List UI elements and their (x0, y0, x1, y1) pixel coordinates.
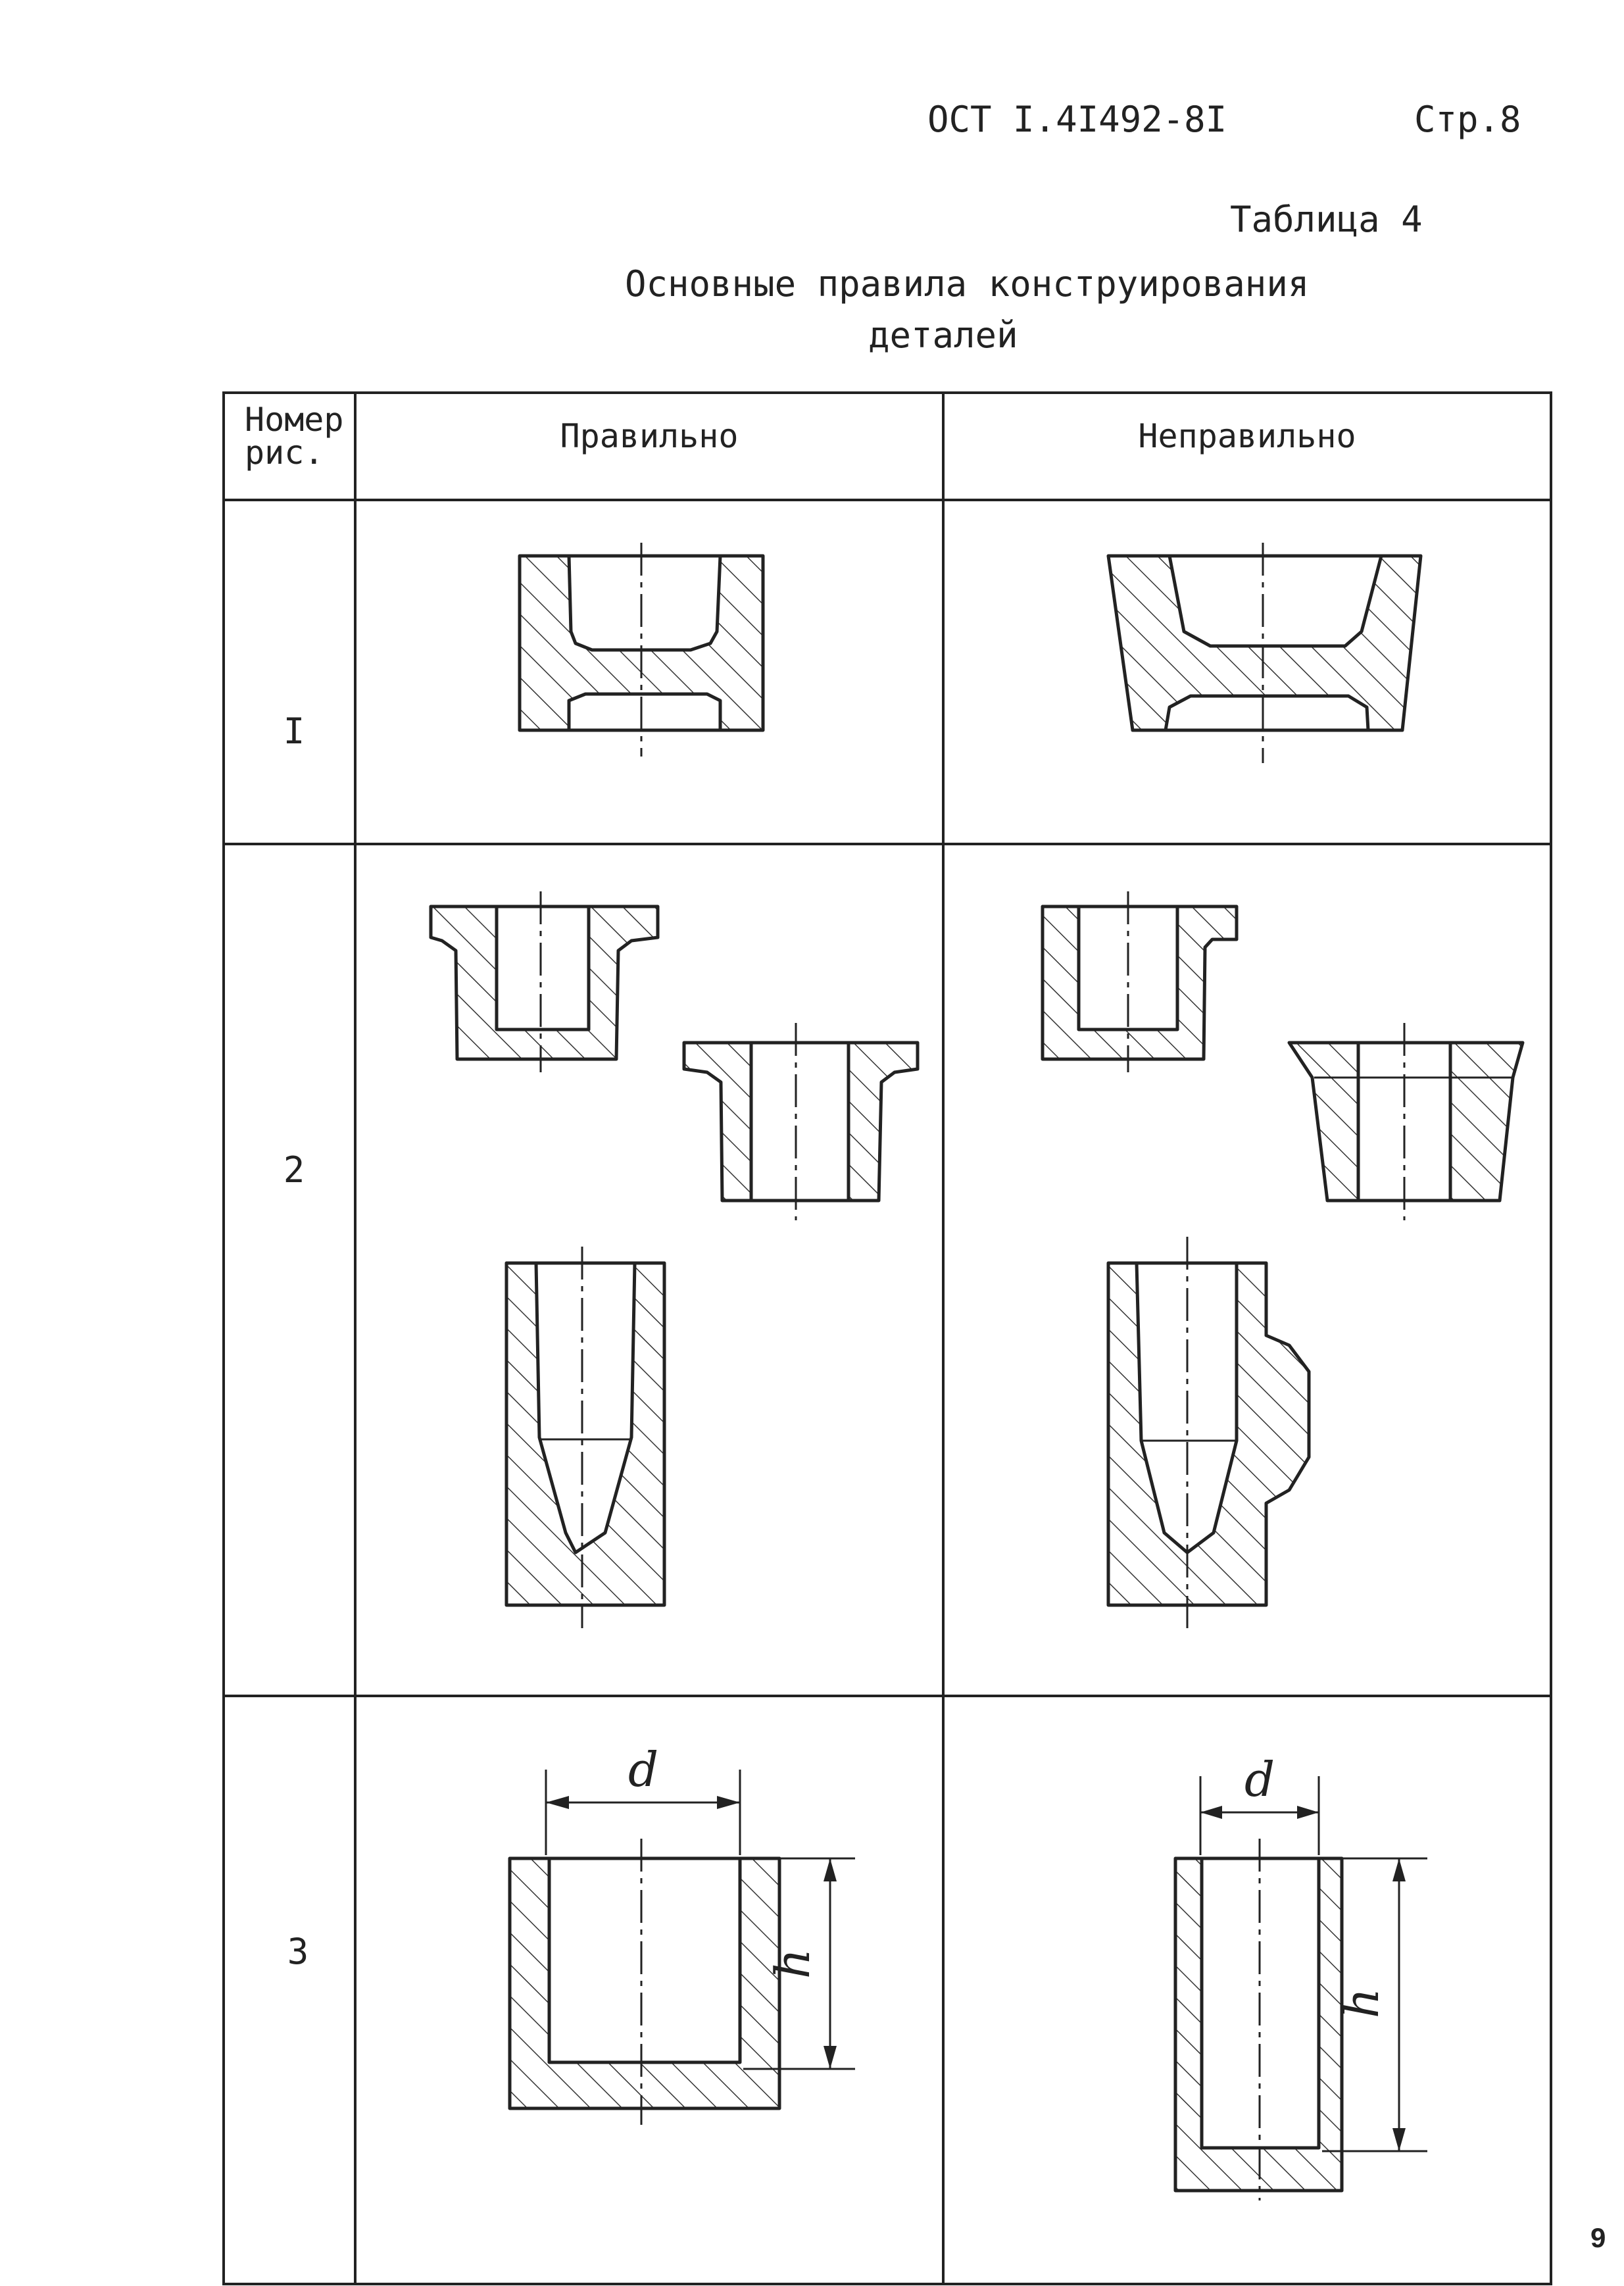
fig3-correct-dim-h: h (765, 1949, 820, 1979)
fig2-correct-flanged-bushing-1 (429, 891, 660, 1072)
fig2-incorrect-tapered-bushing (1287, 1023, 1525, 1220)
fig2-correct-conical-bore-part (504, 1247, 666, 1628)
fig2-incorrect-flanged-bushing-1 (1041, 891, 1239, 1072)
fig2-incorrect-conical-bore-part (1106, 1237, 1311, 1628)
page-number: Стр.8 (1414, 99, 1521, 140)
header-number-line-2: рис. (245, 434, 324, 472)
fig3-incorrect-deep-cup (1173, 1776, 1427, 2200)
header-number-line-1: Номер (245, 401, 344, 439)
fig1-correct-drawing (518, 543, 765, 757)
header-incorrect: Неправильно (1138, 417, 1356, 455)
fig2-correct-flanged-bushing-2 (682, 1023, 920, 1220)
table-title-line-2: деталей (868, 314, 1018, 356)
row-number-3: 3 (287, 1931, 309, 1972)
scan-page-number: 9 (1590, 2222, 1606, 2253)
table-label: Таблица 4 (1230, 199, 1423, 240)
standard-number: ОСТ I.4I492-8I (927, 99, 1227, 140)
fig1-incorrect-drawing (1106, 543, 1423, 763)
table-title-line-1: Основные правила конструирования (625, 263, 1310, 305)
row-number-2: 2 (283, 1149, 305, 1191)
fig3-correct-cup (508, 1770, 855, 2125)
header-correct: Правильно (560, 417, 739, 455)
row-number-1: I (283, 710, 305, 752)
fig3-incorrect-dim-h: h (1334, 1988, 1389, 2018)
fig3-incorrect-dim-d: d (1244, 1752, 1275, 1807)
fig3-correct-dim-d: d (628, 1742, 658, 1797)
table-grid (222, 391, 1552, 2285)
